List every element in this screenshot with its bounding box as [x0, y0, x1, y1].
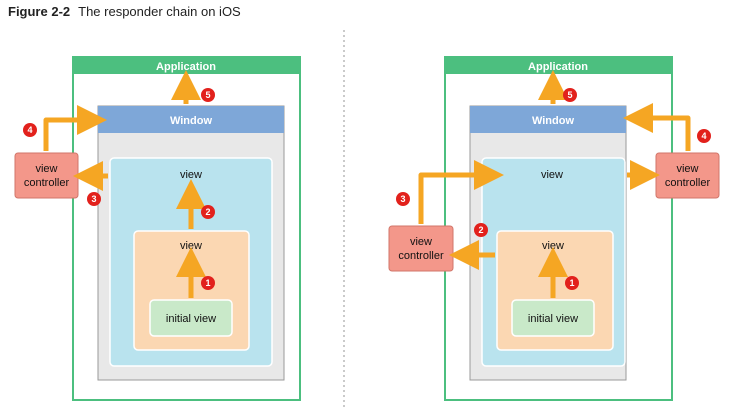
view-controller-inner	[388, 225, 454, 272]
initial-view-label: initial view	[166, 313, 216, 325]
svg-text:1: 1	[569, 278, 574, 288]
view-controller	[14, 152, 79, 199]
initial-view-right	[511, 299, 595, 337]
initial-view-label-right: initial view	[528, 313, 578, 325]
view-controller-outer-label-line2: controller	[665, 177, 711, 189]
svg-text:5: 5	[205, 90, 210, 100]
step-badge-5-right: 5	[563, 88, 577, 102]
view-controller-outer	[655, 152, 720, 199]
outer-view-label-right: view	[541, 169, 563, 181]
step-badge-1-right: 1	[565, 276, 579, 290]
svg-text:2: 2	[478, 225, 483, 235]
view-controller-label-line2: controller	[24, 177, 70, 189]
svg-text:3: 3	[400, 194, 405, 204]
svg-text:4: 4	[27, 125, 32, 135]
window-header	[98, 106, 284, 133]
application-label: Application	[156, 61, 216, 73]
step-badge-4: 4	[23, 123, 37, 137]
svg-text:4: 4	[701, 131, 706, 141]
arrow-step-3-right	[418, 160, 504, 224]
svg-text:3: 3	[91, 194, 96, 204]
step-badge-4-right: 4	[697, 129, 711, 143]
svg-text:2: 2	[205, 207, 210, 217]
application-header-right	[445, 57, 672, 74]
window-label: Window	[170, 115, 212, 127]
application-label-right: Application	[528, 61, 588, 73]
svg-text:5: 5	[567, 90, 572, 100]
initial-view	[149, 299, 233, 337]
figure-label: Figure 2-2	[8, 4, 71, 19]
view-controller-outer-label-line1: view	[676, 163, 698, 175]
view-controller-inner-label-line1: view	[410, 236, 432, 248]
right-panel: Application Window view view initial vie…	[388, 56, 720, 401]
step-badge-2: 2	[201, 205, 215, 219]
inner-view-label-right: view	[542, 240, 564, 252]
step-badge-3-right: 3	[396, 192, 410, 206]
arrow-step-4	[43, 105, 107, 151]
figure-caption: The responder chain on iOS	[78, 4, 241, 19]
step-badge-1: 1	[201, 276, 215, 290]
figure-title: Figure 2-2 The responder chain on iOS	[8, 4, 241, 19]
left-panel: Application Window view view initial vie…	[14, 56, 301, 401]
step-badge-2-right: 2	[474, 223, 488, 237]
window-header-right	[470, 106, 626, 133]
application-header	[73, 57, 300, 74]
view-controller-inner-label-line2: controller	[398, 250, 444, 262]
arrow-step-4-right	[623, 103, 691, 151]
outer-view-label: view	[180, 169, 202, 181]
inner-view-label: view	[180, 240, 202, 252]
svg-text:1: 1	[205, 278, 210, 288]
step-badge-3: 3	[87, 192, 101, 206]
window-label-right: Window	[532, 115, 574, 127]
step-badge-5: 5	[201, 88, 215, 102]
view-controller-label-line1: view	[35, 163, 57, 175]
